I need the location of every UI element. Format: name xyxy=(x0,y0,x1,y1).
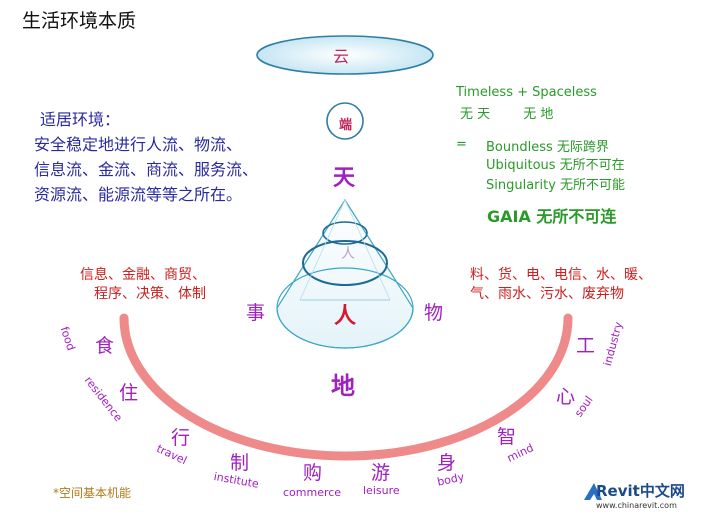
arc-item-zh: 身 xyxy=(437,452,457,474)
habitat-title: 适居环境： xyxy=(40,110,121,129)
cone-base xyxy=(276,267,414,349)
event-label: 事 xyxy=(246,302,266,324)
gaia-text: GAIA 无所不可连 xyxy=(487,207,617,226)
left-flow-line: 程序、决策、体制 xyxy=(94,286,206,302)
arc-item-zh: 住 xyxy=(119,382,139,404)
cone-axis-right xyxy=(344,199,391,301)
arc-item-zh: 智 xyxy=(497,426,517,448)
cloud-label: 云 xyxy=(333,47,350,66)
left-flow-line: 信息、金融、商贸、 xyxy=(80,267,206,283)
cloud-ellipse xyxy=(256,35,434,75)
earth-arc xyxy=(119,313,573,461)
right-flow-line: 料、货、电、电信、水、暖、 xyxy=(470,267,652,283)
habitat-line: 资源流、能源流等等之所在。 xyxy=(34,185,243,204)
arc-item-en: leisure xyxy=(363,484,400,497)
cone-ring-large xyxy=(302,240,388,286)
cone-inner-label: 人 xyxy=(341,246,355,262)
heaven-label: 天 xyxy=(333,166,356,191)
arc-item-zh: 购 xyxy=(303,462,323,484)
duan-label: 端 xyxy=(339,118,353,133)
person-label: 人 xyxy=(334,304,357,329)
arc-item-zh: 食 xyxy=(95,335,115,357)
arc-item-zh: 游 xyxy=(371,462,391,484)
wu-text: 无 天 无 地 xyxy=(460,107,554,122)
cone-ring-small xyxy=(322,221,368,245)
arc-item-zh: 行 xyxy=(171,427,191,449)
arc-item-zh: 心 xyxy=(556,386,576,408)
page-title: 生活环境本质 xyxy=(22,10,137,32)
arc-item-zh: 工 xyxy=(576,335,596,357)
logo-sub-text: www.chinarevit.com xyxy=(596,501,677,510)
timeless-text: Timeless + Spaceless xyxy=(456,85,597,100)
ubiquitous-text: Ubiquitous 无所不可在 xyxy=(486,158,625,173)
logo-mark xyxy=(584,483,602,500)
duan-circle xyxy=(326,102,364,140)
footnote: *空间基本机能 xyxy=(53,486,132,500)
thing-label: 物 xyxy=(424,302,444,324)
site-logo[interactable]: Revit中文网 www.chinarevit.com xyxy=(596,480,685,510)
arc-item-en: commerce xyxy=(283,486,342,499)
singularity-text: Singularity 无所不可能 xyxy=(486,178,626,193)
habitat-line: 安全稳定地进行人流、物流、 xyxy=(34,135,243,154)
logo-main-text: Revit中文网 xyxy=(596,482,685,500)
earth-label: 地 xyxy=(331,372,355,400)
arc-item-zh: 制 xyxy=(230,452,250,474)
habitat-line: 信息流、金流、商流、服务流、 xyxy=(34,160,259,179)
boundless-text: Boundless 无际跨界 xyxy=(486,140,609,155)
right-flow-line: 气、雨水、污水、废弃物 xyxy=(470,286,624,302)
equals-sign: = xyxy=(456,137,467,152)
cone-axis-left xyxy=(299,199,346,301)
